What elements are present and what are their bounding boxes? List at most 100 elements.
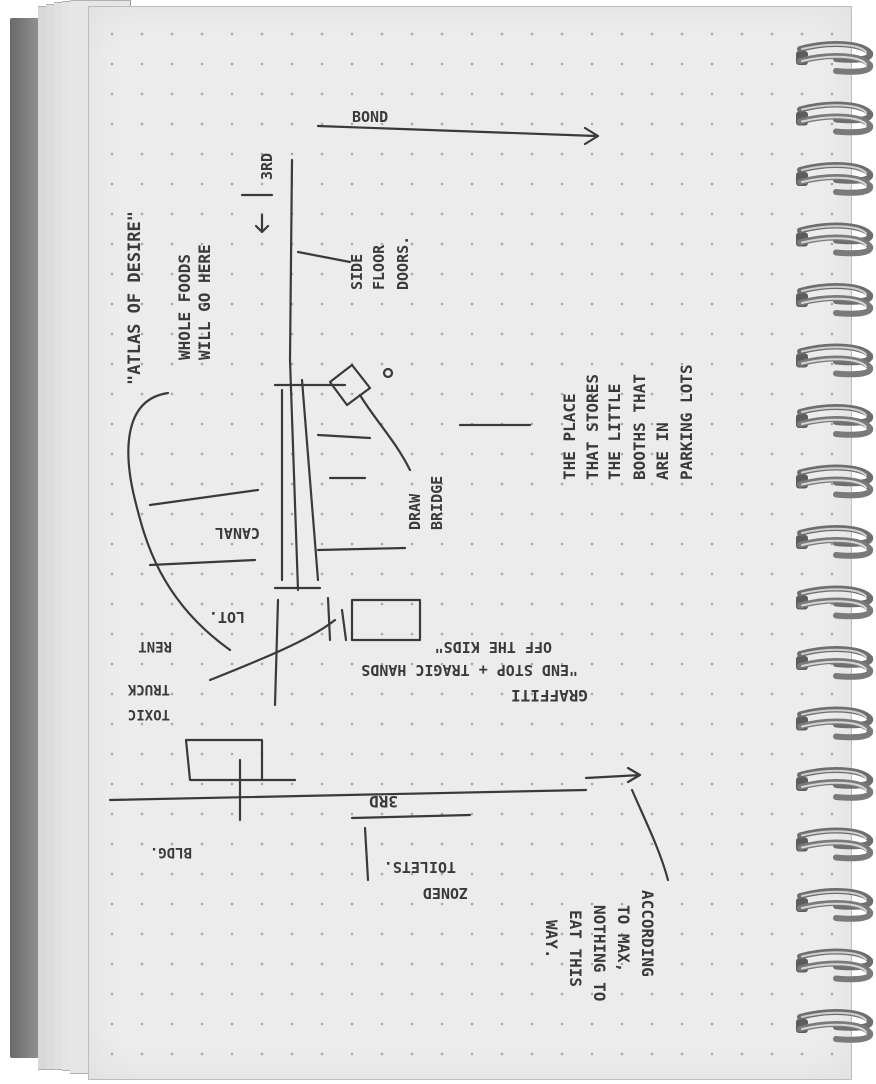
coil-loop [796,101,874,136]
note-according-4: EAT THIS [566,910,585,987]
note-drawbridge-1: DRAW [406,493,424,530]
note-place-2: THAT STORES [583,374,602,480]
coil-wire [801,660,867,670]
coil-wire [801,1023,867,1033]
coil-wire [801,358,867,368]
coil-wire [801,116,867,126]
coil-wire [801,648,867,658]
note-according-1: ACCORDING [638,890,657,977]
zoned-line [350,813,472,820]
note-place-5: ARE IN [653,422,672,480]
note-toxic-2: TRUCK [127,681,170,697]
coil-wire [801,842,867,852]
note-place-3: THE LITTLE [605,384,624,480]
coil-loop [796,162,874,196]
coil-loop [796,888,874,922]
coil-loop [796,404,874,438]
coil-wire [801,600,867,610]
coil-wire [801,951,867,961]
coil-wire [801,963,867,973]
canal-bank [316,546,407,552]
coil-wire [801,781,867,791]
coil-wire [801,721,867,731]
coil-wire [801,1011,867,1021]
note-graffiti-1: GRAFFITI [511,686,588,705]
note-according-2: TO MAX, [614,905,633,972]
note-graffiti-3: OFF THE KIDS" [435,638,552,656]
graffiti-wall-2 [340,608,348,642]
note-lot: LOT. [209,608,245,626]
canal-bank-2 [148,488,260,507]
coil-loop [796,1009,874,1043]
coil-wire [801,164,867,174]
note-place-4: BOOTHS THAT [630,374,649,480]
coil-wire [801,55,867,65]
coil-wire [801,237,867,247]
note-side-floor-1: SIDE [348,254,366,290]
coil-loop [796,827,874,862]
coil-wire [801,406,867,416]
note-drawbridge-2: BRIDGE [428,476,446,530]
according-pointer [630,788,670,882]
note-canal: CANAL [215,524,260,542]
note-atlas: "ATLAS OF DESIRE" [125,211,145,385]
toxic-line [208,618,337,682]
note-whole-foods-1: WHOLE FOODS [175,254,194,360]
dot-grid-page [88,6,852,1080]
coil-wire [801,588,867,598]
graffiti-wall [326,596,332,642]
coil-loop [796,222,874,257]
street-line-3rd-bottom [108,788,588,802]
coil-loop [796,41,874,75]
coil-wire [801,769,867,779]
coil-wire [801,479,867,489]
note-toxic-3: RENT [138,638,172,654]
note-whole-foods-2: WILL GO HERE [195,244,214,360]
note-3rd-top: 3RD [258,153,276,180]
drawbridge-dot [382,367,394,379]
coil-loop [796,525,874,559]
note-bldg: BLDG. [150,844,192,860]
coil-wire [801,418,867,428]
coil-wire [801,467,867,477]
coil-wire [801,527,867,537]
coil-wire [801,539,867,549]
coil-loop [796,343,874,378]
note-zoned-2: TOILETS. [384,858,456,876]
coil-loop [796,464,874,499]
coil-loop [796,767,874,801]
coil-wire [801,285,867,295]
street-line-3rd-2 [300,378,320,582]
zoned-stem [363,826,370,882]
coil-loop [796,585,874,620]
note-place-6: PARKING LOTS [677,364,696,480]
bracket-curve [127,391,232,652]
canal-bank-3 [148,558,257,567]
note-graffiti-2: "END STOP + TRAGIC HANDS [361,661,578,679]
coil-loop [796,706,874,741]
coil-wire [801,176,867,186]
coil-wire [801,43,867,53]
note-side-floor-2: FLOOR [370,244,388,290]
pointer-arrow-side [296,250,352,264]
left-arrow [240,193,274,234]
coil-wire [801,225,867,235]
coil-wire [801,709,867,719]
coil-loop [796,283,874,317]
note-according-3: NOTHING TO [590,905,609,1001]
bottom-arrow [584,766,642,784]
drawbridge-box [328,363,372,407]
coil-loop [796,646,874,680]
coil-wire [801,104,867,114]
note-3rd-bottom: 3RD [369,792,398,811]
coil-wire [801,890,867,900]
street-line-3rd [288,158,300,592]
note-side-floor-3: DOORS. [394,236,412,290]
note-place-1: THE PLACE [560,393,579,480]
coil-loop [796,948,874,983]
coil-wire [801,297,867,307]
note-zoned-1: ZONED [423,884,468,902]
